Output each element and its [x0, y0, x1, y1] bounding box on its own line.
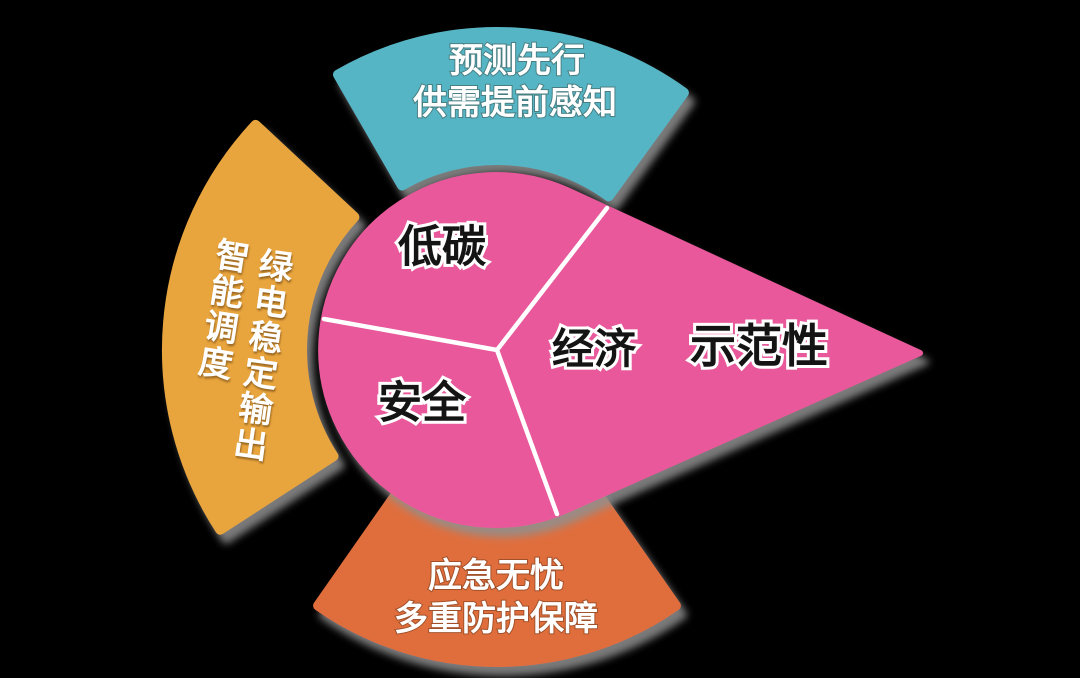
- arc-top-text-line1: 预测先行: [449, 42, 585, 80]
- arc-segment-prediction: [333, 27, 689, 202]
- divider-lowcarbon-economy: [494, 205, 610, 353]
- sector-label-safety: 安全: [378, 378, 467, 428]
- arc-segment-dispatch: [162, 119, 360, 535]
- arc-bottom-text-line2: 多重防护保障: [394, 600, 598, 638]
- core-teardrop-shape: [318, 172, 923, 528]
- divider-economy-safety: [494, 347, 560, 517]
- divider-lowcarbon-safety: [321, 316, 500, 353]
- arc-top-text-line2: 供需提前感知: [412, 84, 617, 122]
- sector-label-economy: 经济: [552, 326, 637, 373]
- sector-label-low-carbon: 低碳: [398, 223, 487, 272]
- sector-dividers: [321, 205, 610, 517]
- arc-bottom-text-line1: 应急无忧: [428, 557, 564, 595]
- pointer-label-demonstrative: 示范性: [690, 320, 828, 372]
